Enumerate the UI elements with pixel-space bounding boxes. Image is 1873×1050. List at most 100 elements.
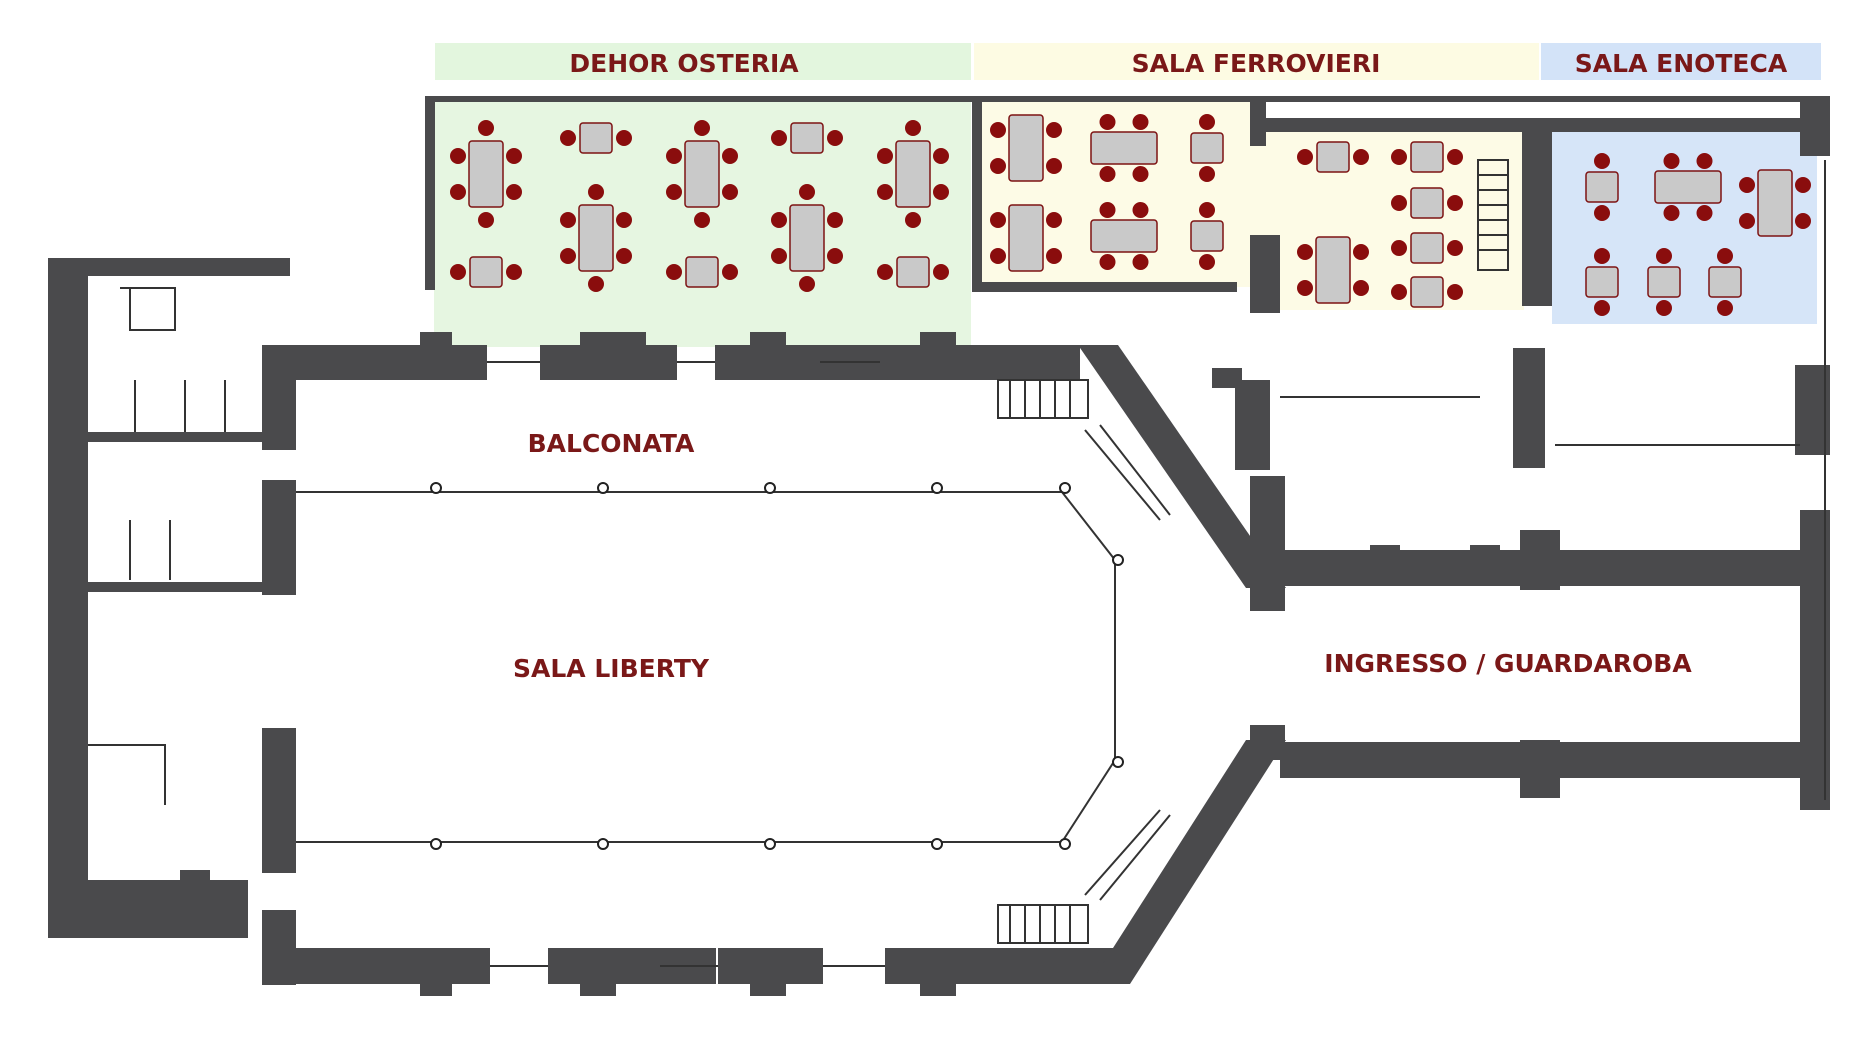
- table: [790, 122, 824, 154]
- wall: [420, 980, 452, 996]
- chair: [1739, 177, 1755, 193]
- chair: [1099, 114, 1116, 130]
- chair: [799, 184, 815, 200]
- wall: [180, 870, 210, 938]
- chair: [666, 148, 682, 164]
- room-outline: [120, 287, 176, 331]
- balcony-column: [430, 482, 442, 494]
- table: [1585, 171, 1619, 203]
- table: [1410, 276, 1444, 308]
- table: [1654, 170, 1722, 204]
- table: [1585, 266, 1619, 298]
- chair: [1594, 205, 1610, 221]
- table: [1190, 220, 1224, 252]
- wall: [1470, 545, 1500, 557]
- wall: [540, 345, 677, 380]
- wall: [262, 480, 296, 595]
- wall: [85, 432, 265, 442]
- chair: [1199, 202, 1215, 218]
- wall: [1522, 118, 1552, 306]
- chair: [1391, 284, 1407, 300]
- wall: [85, 582, 265, 592]
- wall: [48, 258, 88, 938]
- balcony-column: [1059, 482, 1071, 494]
- wall: [48, 258, 290, 276]
- chair: [1353, 280, 1369, 296]
- chair: [827, 130, 843, 146]
- chair: [1297, 149, 1313, 165]
- table: [789, 204, 825, 272]
- table: [1008, 204, 1044, 272]
- sala-ferrovieri-area-2: [1254, 125, 1524, 310]
- chair: [1594, 248, 1610, 264]
- table: [1190, 132, 1224, 164]
- table: [1316, 141, 1350, 173]
- chair: [478, 120, 494, 136]
- chair: [1046, 122, 1062, 138]
- dehor-osteria-label: DEHOR OSTERIA: [569, 49, 799, 78]
- wall: [420, 332, 452, 352]
- chair: [1199, 254, 1215, 270]
- zone-header-bands: [435, 43, 1821, 80]
- wall: [1212, 368, 1242, 388]
- balcony-column: [931, 482, 943, 494]
- chair: [506, 264, 522, 280]
- balcony-column: [430, 838, 442, 850]
- sala-enoteca-label: SALA ENOTECA: [1575, 49, 1788, 78]
- table: [1008, 114, 1044, 182]
- zone-labels: DEHOR OSTERIA SALA FERROVIERI SALA ENOTE…: [569, 49, 1787, 78]
- chair: [1795, 177, 1811, 193]
- balcony-column: [1059, 838, 1071, 850]
- chair: [450, 148, 466, 164]
- room-labels: BALCONATA SALA LIBERTY INGRESSO / GUARDA…: [513, 429, 1692, 683]
- chair: [616, 212, 632, 228]
- chair: [506, 184, 522, 200]
- chair: [694, 120, 710, 136]
- chair: [827, 248, 843, 264]
- table: [1708, 266, 1742, 298]
- wall: [880, 345, 1080, 380]
- chair: [799, 276, 815, 292]
- chair: [990, 158, 1006, 174]
- chair: [1199, 166, 1215, 182]
- wall: [48, 880, 248, 938]
- chair: [450, 184, 466, 200]
- wall: [1513, 348, 1545, 468]
- chair: [1739, 213, 1755, 229]
- chair: [933, 148, 949, 164]
- table: [1757, 169, 1793, 237]
- chair: [771, 248, 787, 264]
- chair: [1663, 153, 1680, 169]
- chair: [1132, 114, 1149, 130]
- balcony-columns: [430, 482, 1124, 850]
- chair: [1656, 248, 1672, 264]
- chair: [771, 130, 787, 146]
- chair: [877, 184, 893, 200]
- wall: [972, 282, 1237, 292]
- chair: [560, 248, 576, 264]
- chair: [1353, 244, 1369, 260]
- chair: [722, 184, 738, 200]
- chair: [771, 212, 787, 228]
- stair-north: [997, 379, 1171, 521]
- wall: [1090, 740, 1286, 984]
- wall: [425, 96, 1830, 102]
- chair: [1663, 205, 1680, 221]
- wall: [1078, 345, 1286, 588]
- stair-ferrovieri: [1477, 159, 1509, 271]
- wall: [1520, 740, 1560, 798]
- chair: [877, 148, 893, 164]
- chair: [450, 264, 466, 280]
- chair: [1353, 149, 1369, 165]
- wall: [1370, 545, 1400, 557]
- table: [468, 140, 504, 208]
- wall: [262, 345, 487, 380]
- chair: [1099, 254, 1116, 270]
- chair: [1696, 153, 1713, 169]
- table: [895, 140, 931, 208]
- wall: [1520, 530, 1560, 590]
- chair: [1046, 212, 1062, 228]
- chair: [1297, 244, 1313, 260]
- wall: [425, 96, 435, 290]
